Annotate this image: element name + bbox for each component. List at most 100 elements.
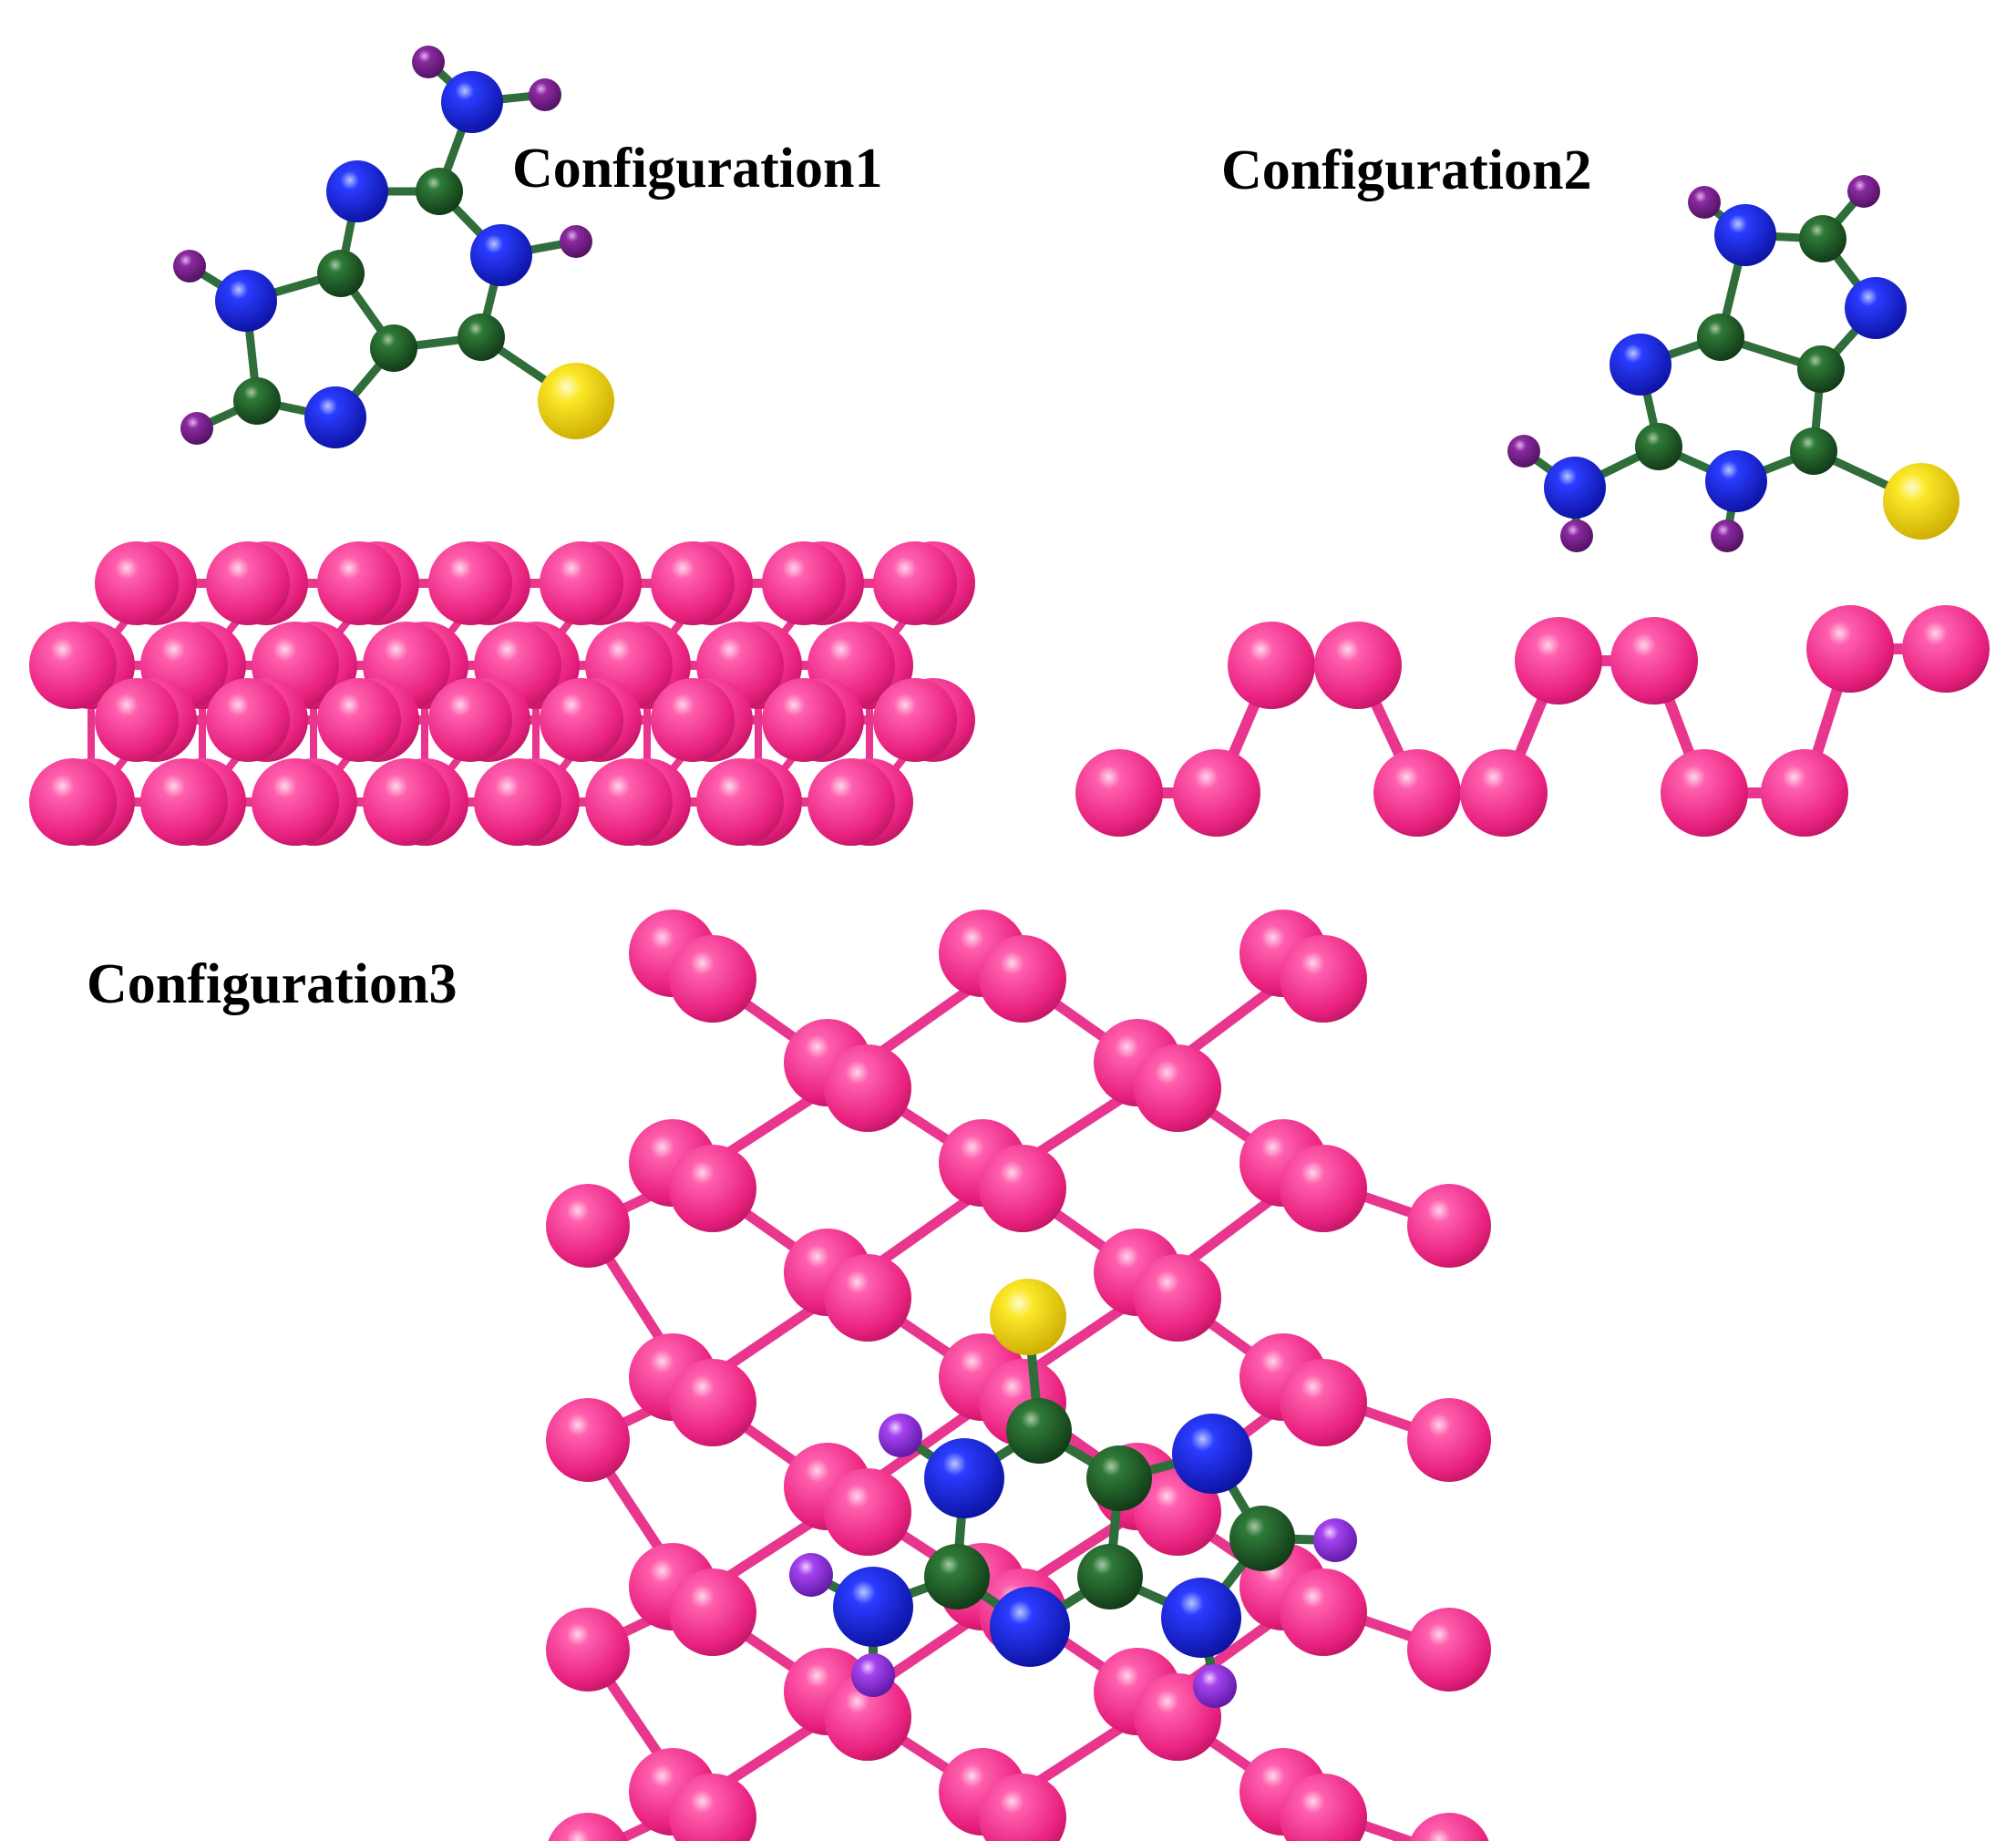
substrate-atom (95, 541, 179, 625)
nitrogen-atom (326, 160, 388, 222)
carbon-atom (1799, 215, 1846, 262)
nitrogen-atom (1705, 450, 1767, 512)
substrate-atom (1610, 617, 1698, 705)
substrate-atom (363, 758, 450, 846)
nitrogen-atom (1610, 334, 1671, 396)
sulfur-atom (538, 363, 614, 439)
substrate-atom (651, 541, 735, 625)
carbon-atom (1635, 423, 1682, 470)
sulfur-atom (990, 1279, 1066, 1355)
substrate-atom (651, 678, 735, 762)
carbon-atom (1697, 314, 1744, 361)
substrate-atom (95, 678, 179, 762)
substrate-atom (1280, 1568, 1367, 1656)
carbon-atom (1077, 1544, 1143, 1610)
hydrogen-atom (1688, 186, 1721, 219)
substrate-atom (1373, 749, 1461, 837)
substrate-atom (979, 935, 1066, 1023)
substrate-atom (140, 758, 228, 846)
carbon-atom (1006, 1398, 1072, 1464)
substrate-atom (979, 1145, 1066, 1232)
substrate-atom (696, 758, 784, 846)
nitrogen-atom (1161, 1578, 1241, 1658)
substrate-atom (1134, 1044, 1221, 1132)
substrate-atom (206, 678, 290, 762)
nitrogen-atom (1845, 277, 1907, 339)
hydrogen-atom (1560, 519, 1593, 552)
hydrogen-atom (789, 1553, 833, 1597)
hydrogen-atom (851, 1653, 895, 1697)
carbon-atom (233, 377, 281, 425)
substrate-atom (1902, 605, 1990, 693)
substrate-atom (979, 1774, 1066, 1841)
substrate-atom (669, 1359, 756, 1446)
substrate-atom (873, 678, 957, 762)
nitrogen-atom (1544, 457, 1606, 519)
configuration3-molecule (789, 1279, 1357, 1708)
nitrogen-atom (470, 224, 532, 286)
substrate-atom (824, 1673, 911, 1761)
configuration2-substrate-chain (1075, 605, 1990, 837)
substrate-atom (669, 1774, 756, 1841)
substrate-atom (1515, 617, 1602, 705)
substrate-atom (1806, 605, 1894, 693)
nitrogen-atom (1172, 1414, 1252, 1494)
hydrogen-atom (1507, 435, 1540, 468)
substrate-atom (585, 758, 673, 846)
carbon-atom (1086, 1445, 1152, 1511)
substrate-atom (540, 678, 623, 762)
substrate-atom (824, 1254, 911, 1342)
substrate-atom (1460, 749, 1548, 837)
carbon-atom (924, 1544, 990, 1610)
nitrogen-atom (924, 1438, 1004, 1518)
substrate-atom (762, 678, 846, 762)
hydrogen-atom (529, 78, 561, 111)
substrate-atom (1407, 1398, 1491, 1482)
substrate-atom (206, 541, 290, 625)
carbon-atom (458, 314, 505, 361)
hydrogen-atom (173, 250, 206, 283)
sulfur-atom (1883, 463, 1959, 540)
hydrogen-atom (1193, 1664, 1237, 1708)
substrate-atom (317, 541, 401, 625)
substrate-atom (1661, 749, 1748, 837)
substrate-atom (807, 758, 895, 846)
nitrogen-atom (990, 1587, 1070, 1667)
carbon-atom (317, 250, 365, 297)
hydrogen-atom (1711, 519, 1743, 552)
carbon-atom (1229, 1506, 1295, 1571)
configuration3-label: Configuration3 (87, 953, 457, 1015)
nitrogen-atom (833, 1567, 913, 1647)
substrate-atom (1314, 622, 1402, 709)
configuration2-molecule (1507, 175, 1959, 552)
substrate-atom (1761, 749, 1848, 837)
substrate-atom (762, 541, 846, 625)
substrate-atom (824, 1468, 911, 1556)
substrate-atom (29, 758, 117, 846)
carbon-atom (1797, 345, 1845, 393)
substrate-atom (1280, 1359, 1367, 1446)
substrate-atom (1134, 1254, 1221, 1342)
substrate-atom (474, 758, 561, 846)
substrate-atom (1407, 1184, 1491, 1268)
nitrogen-atom (441, 71, 503, 133)
substrate-atom (1075, 749, 1163, 837)
substrate-atom (428, 678, 512, 762)
configuration1-molecule (173, 46, 614, 448)
hydrogen-atom (1313, 1518, 1357, 1562)
substrate-atom (546, 1398, 630, 1482)
substrate-atom (428, 541, 512, 625)
substrate-atom (1280, 1145, 1367, 1232)
substrate-atom (1173, 749, 1260, 837)
configuration1-substrate-slab (29, 541, 975, 846)
substrate-atom (669, 935, 756, 1023)
substrate-atom (669, 1145, 756, 1232)
substrate-atom (824, 1044, 911, 1132)
substrate-atom (1280, 1774, 1367, 1841)
configuration2-label: Configuration2 (1221, 139, 1591, 201)
nitrogen-atom (1714, 204, 1776, 266)
substrate-atom (1409, 1813, 1489, 1841)
substrate-atom (540, 541, 623, 625)
carbon-atom (416, 168, 463, 215)
